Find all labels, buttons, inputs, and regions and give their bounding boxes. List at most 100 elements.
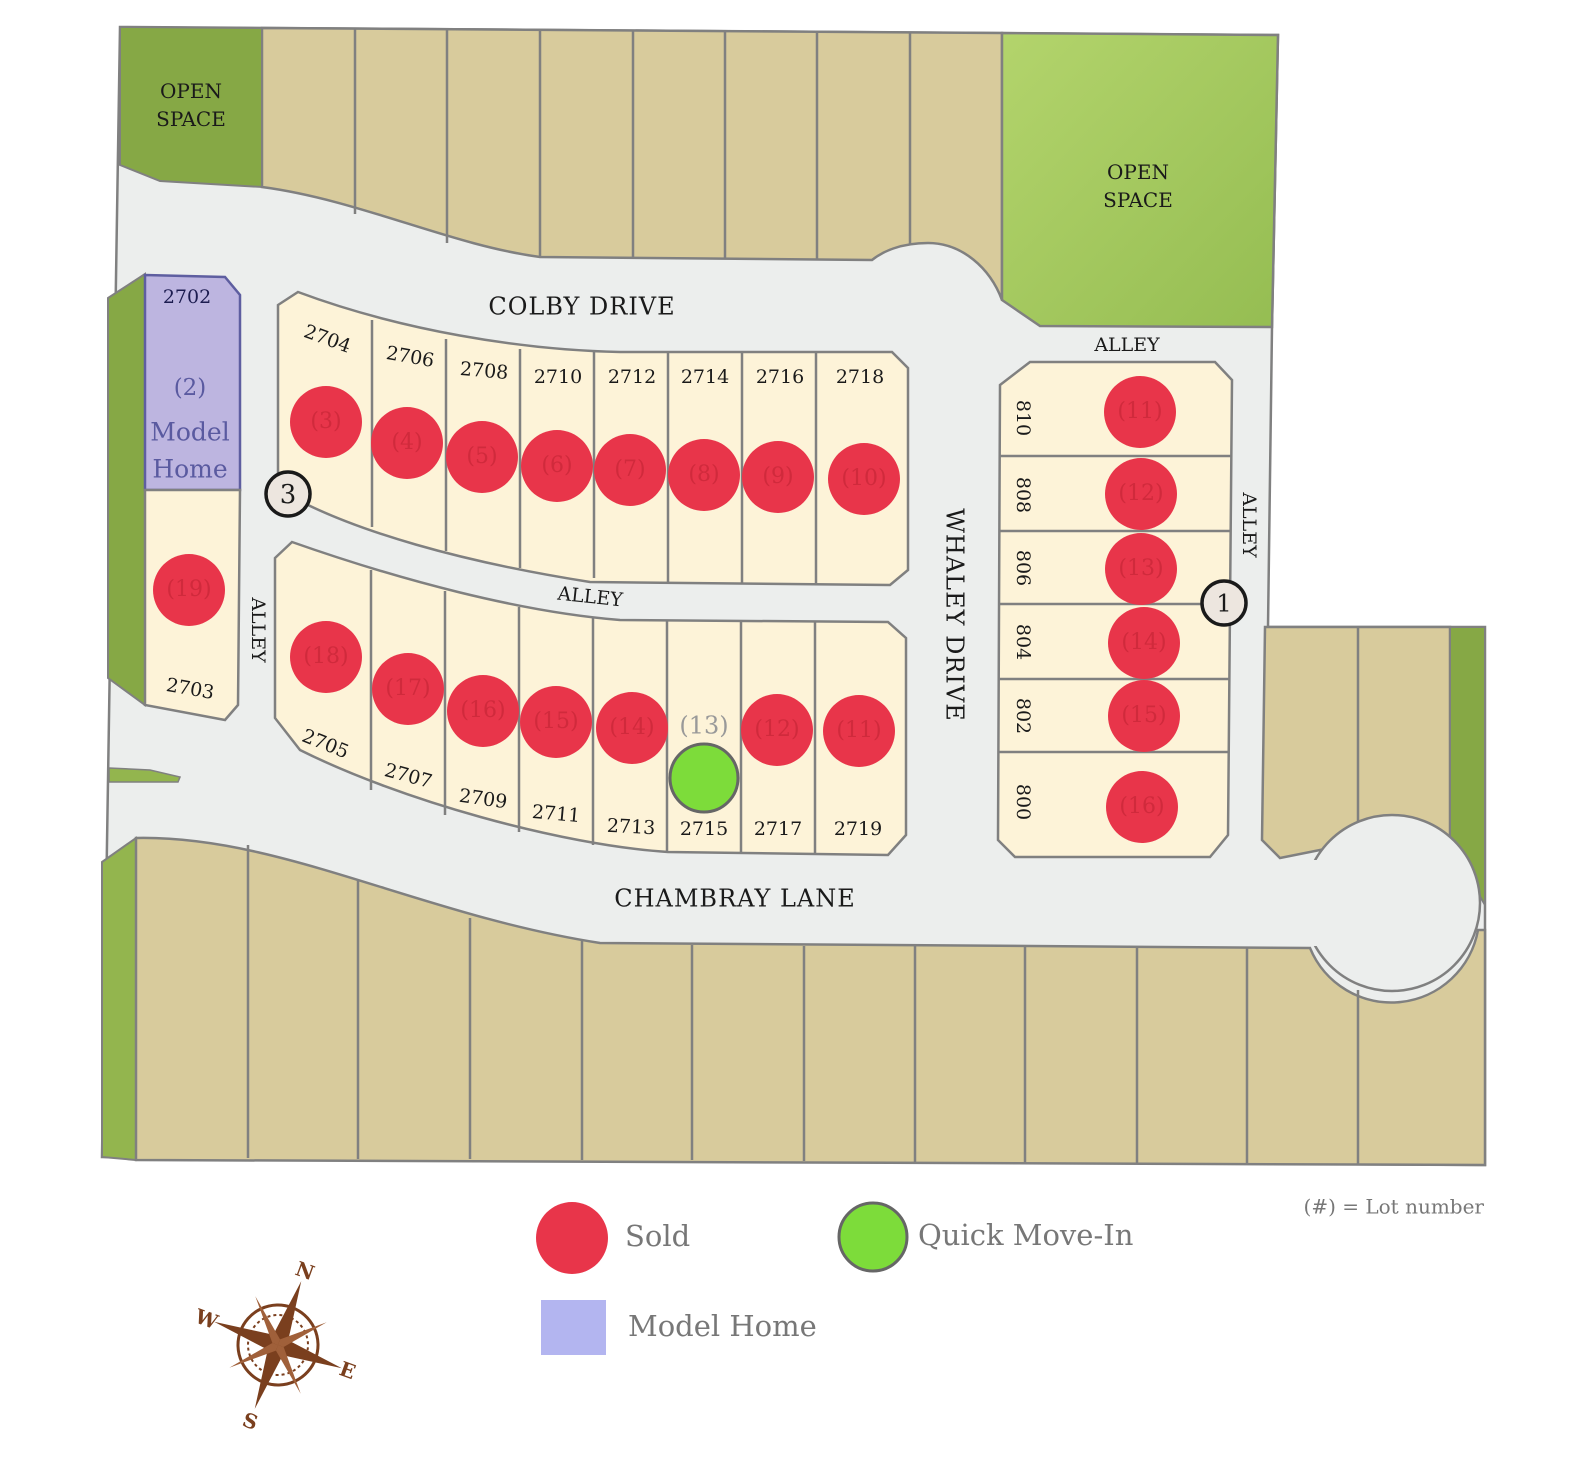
lot-address: 808 [1012,477,1034,513]
legend-model-home-swatch [541,1300,606,1355]
lot-2719[interactable]: (11)2719 [823,695,895,840]
model-home-label: Home [152,455,227,484]
road-island [108,767,182,783]
lot-2712[interactable]: (7) 2712 [594,366,666,506]
lot-number: (11) [1117,399,1162,424]
lot-800[interactable]: (16)800 [1012,771,1178,843]
block-upper-dividers [370,320,818,584]
lot-address: 2715 [680,818,728,840]
lot-number: (6) [541,453,572,478]
lot-2708[interactable]: (5)2708 [446,358,518,493]
lot-number: (12) [754,717,799,742]
lot-810[interactable]: (11) 810 [1012,376,1176,448]
lot-2714[interactable]: (8)2714 [668,366,740,511]
lots-layer: (19)2703(3)2704(4)2706(5)2708(6)2710(7)2… [153,320,1180,843]
lot-number: (13) [679,712,728,740]
open-space-right-label: OPEN [1107,160,1169,184]
road-label-chambray-lane: CHAMBRAY LANE [614,885,856,913]
lot-number: (8) [688,462,719,487]
alley-label-top-right: ALLEY [1093,334,1160,356]
sold-marker [371,407,443,479]
cul-de-sac-road [1300,860,1390,946]
lot-2718[interactable]: (10)2718 [828,366,900,515]
lot-address: 802 [1012,698,1034,734]
legend-sold-label: Sold [625,1219,690,1253]
sold-marker [446,421,518,493]
lot-address: 2712 [608,366,656,388]
sold-marker [290,621,362,693]
lot-808[interactable]: (12) 808 [1012,458,1177,530]
sold-marker [741,694,813,766]
sold-marker [520,686,592,758]
legend-model-home-label: Model Home [628,1309,817,1343]
sold-marker [1105,458,1177,530]
lot-address: 2710 [534,366,582,388]
lot-address: 806 [1012,550,1034,586]
lot-2717[interactable]: (12)2717 [741,694,813,840]
lot-number: (9) [762,464,793,489]
lot-2711[interactable]: (15) 2711 [520,686,592,827]
lot-2706[interactable]: (4)2706 [371,342,443,479]
block-lower [273,540,908,857]
legend-sold-swatch [536,1202,608,1274]
lot-number: (13) [1118,556,1163,581]
lot-2705[interactable]: (18)2705 [290,621,362,763]
open-space-right [1000,31,1280,329]
lot-2715[interactable]: (13) 2715 [668,712,740,841]
lot-number: (16) [460,698,505,723]
alley-label-right: ALLEY [1238,491,1260,558]
sold-marker [290,386,362,458]
road-label-whaley-drive: WHALEY DRIVE [941,508,969,722]
lot-2713[interactable]: (14)2713 [596,692,668,839]
lot-address: 800 [1012,784,1034,820]
lot-address: 2711 [531,801,581,827]
sold-marker [521,430,593,502]
sold-marker [1106,771,1178,843]
sold-marker [828,443,900,515]
compass-e: E [336,1356,359,1384]
model-home-label: Model [150,418,229,447]
lot-802[interactable]: (15)802 [1012,680,1180,752]
quick-move-in-marker [668,742,740,814]
legend-quick-move-in-label: Quick Move-In [918,1218,1133,1252]
block-right-dividers [999,454,1231,754]
open-space-right-label: SPACE [1103,188,1173,212]
lot-2716[interactable]: (9)2716 [742,366,814,513]
lot-number: (3) [310,409,341,434]
lot-number: (19) [166,577,211,602]
lot-address: 2719 [834,818,882,840]
right-green-strip [1449,626,1486,909]
lot-address: 804 [1012,624,1034,660]
lot-address: 810 [1012,400,1034,436]
bottom-lot-strip [134,836,1487,1167]
model-home-lot-number: (2) [174,375,207,401]
lot-number: (4) [391,430,422,455]
sold-marker [372,653,444,725]
sold-marker [742,441,814,513]
marker-1[interactable]: 1 [1200,579,1248,627]
open-space-left-label: OPEN [160,79,222,103]
marker-3[interactable]: 3 [264,470,312,518]
lot-number: (12) [1118,481,1163,506]
lot-number: (5) [466,444,497,469]
lot-number: (17) [385,676,430,701]
alley-label-left: ALLEY [247,596,269,663]
lot-number: (15) [533,709,578,734]
sold-marker [447,675,519,747]
lot-804[interactable]: (14)804 [1012,607,1180,679]
model-home-lot[interactable] [143,273,242,492]
model-home-address: 2702 [163,286,211,308]
marker-label: 1 [1216,590,1231,618]
lot-number: (14) [609,715,654,740]
lot-2710[interactable]: (6) 2710 [521,366,593,502]
lot-number: (7) [614,457,645,482]
open-space-left [119,25,263,189]
sold-marker [1108,680,1180,752]
lot-806[interactable]: (13) 806 [1012,533,1177,605]
sold-marker [1105,533,1177,605]
compass-s: S [239,1407,261,1434]
marker-label: 3 [280,480,297,510]
left-green-strip [107,272,146,707]
top-lot-dividers [353,29,912,259]
sold-marker [1108,607,1180,679]
